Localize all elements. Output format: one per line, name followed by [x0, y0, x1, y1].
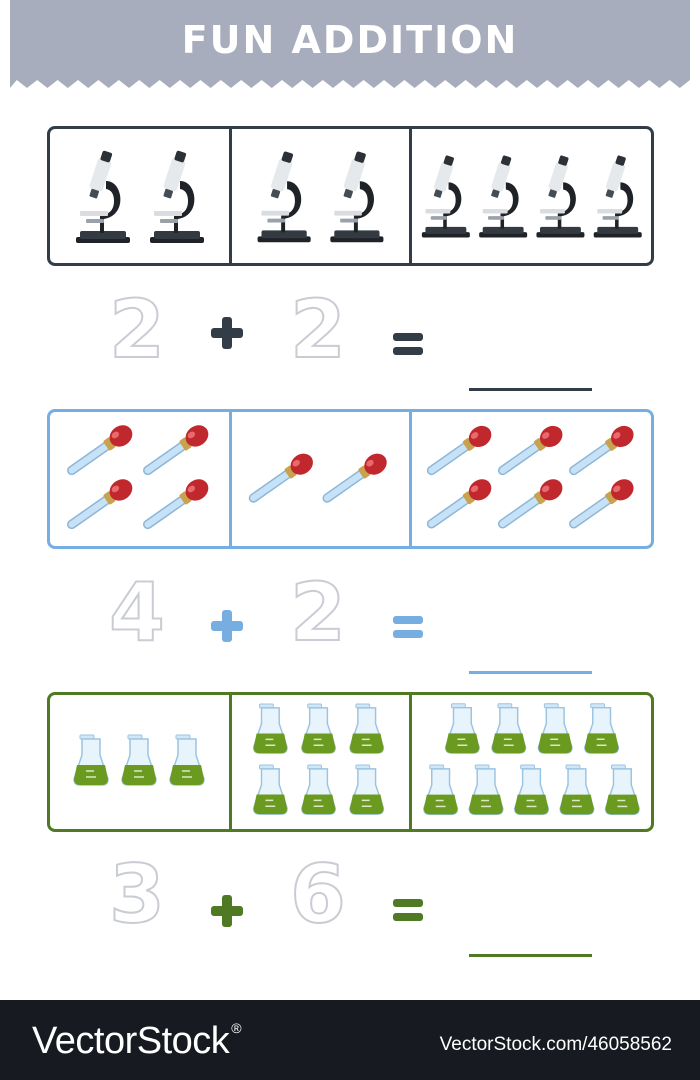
flask-icon	[491, 702, 527, 754]
brand-logo: VectorStock®	[32, 1020, 242, 1062]
flask-group-a	[50, 695, 229, 829]
traceable-number[interactable]: 2	[108, 283, 166, 376]
stock-id: VectorStock.com/46058562	[439, 1034, 672, 1055]
dropper-icon	[62, 420, 138, 482]
flask-icon	[604, 764, 640, 816]
dropper-group-b	[229, 412, 409, 546]
traceable-number[interactable]: 2	[289, 566, 347, 659]
dropper-icon	[493, 474, 568, 535]
dropper-icon	[421, 420, 497, 482]
plus-icon	[211, 895, 243, 927]
microscope-group-a	[50, 129, 229, 263]
dropper-group-total	[409, 412, 651, 546]
traceable-number[interactable]: 6	[289, 848, 347, 941]
flask-group-b	[229, 695, 409, 829]
dropper-icon	[243, 448, 318, 510]
page-title: FUN ADDITION	[181, 18, 519, 62]
flask-icon	[559, 764, 595, 816]
traceable-number[interactable]: 2	[289, 283, 347, 376]
dropper-icon	[62, 474, 138, 536]
microscope-icon	[330, 150, 384, 243]
equals-icon	[393, 899, 423, 921]
answer-blank[interactable]	[469, 388, 592, 391]
traceable-number[interactable]: 3	[108, 848, 166, 941]
flask-icon	[349, 703, 385, 754]
microscope-icon	[150, 149, 204, 243]
flask-icon	[537, 702, 573, 754]
microscope-group-b	[229, 129, 409, 263]
answer-blank[interactable]	[469, 954, 592, 957]
plus-icon	[211, 610, 243, 642]
microscope-icon	[421, 154, 470, 238]
microscope-icon	[76, 149, 130, 243]
dropper-icon	[138, 474, 214, 536]
flask-icon	[584, 702, 620, 754]
answer-blank[interactable]	[469, 671, 592, 674]
flask-icon	[252, 703, 288, 754]
flask-icon	[444, 702, 480, 754]
flask-icon	[301, 764, 336, 815]
flask-icon	[423, 764, 459, 816]
microscope-icon	[536, 154, 585, 238]
plus-icon	[211, 317, 243, 349]
traceable-number[interactable]: 4	[108, 566, 166, 659]
microscope-group-total	[409, 129, 651, 263]
flask-icon	[513, 764, 550, 816]
flask-icon	[301, 703, 336, 754]
dropper-icon	[421, 474, 497, 535]
watermark-footer: VectorStock® VectorStock.com/46058562	[0, 1000, 700, 1080]
dropper-count-box	[47, 409, 654, 549]
flask-icon	[169, 734, 205, 786]
flask-count-box	[47, 692, 654, 832]
microscope-icon	[257, 150, 311, 243]
title-banner: FUN ADDITION	[10, 0, 690, 88]
dropper-group-a	[50, 412, 229, 546]
microscope-icon	[479, 154, 528, 238]
dropper-icon	[138, 420, 214, 482]
flask-icon	[252, 764, 288, 815]
equation-row-2: 4 2	[0, 566, 700, 674]
dropper-icon	[564, 420, 639, 482]
flask-icon	[73, 734, 109, 786]
dropper-icon	[317, 448, 392, 510]
equation-row-1: 2 2	[0, 283, 700, 391]
flask-icon	[468, 764, 504, 816]
microscope-icon	[593, 154, 642, 238]
dropper-icon	[564, 474, 639, 535]
equals-icon	[393, 616, 423, 638]
equation-row-3: 3 6	[0, 848, 700, 957]
flask-icon	[121, 734, 157, 786]
microscope-count-box	[47, 126, 654, 266]
flask-group-total	[409, 695, 651, 829]
flask-icon	[349, 764, 385, 815]
dropper-icon	[493, 420, 568, 482]
equals-icon	[393, 333, 423, 355]
